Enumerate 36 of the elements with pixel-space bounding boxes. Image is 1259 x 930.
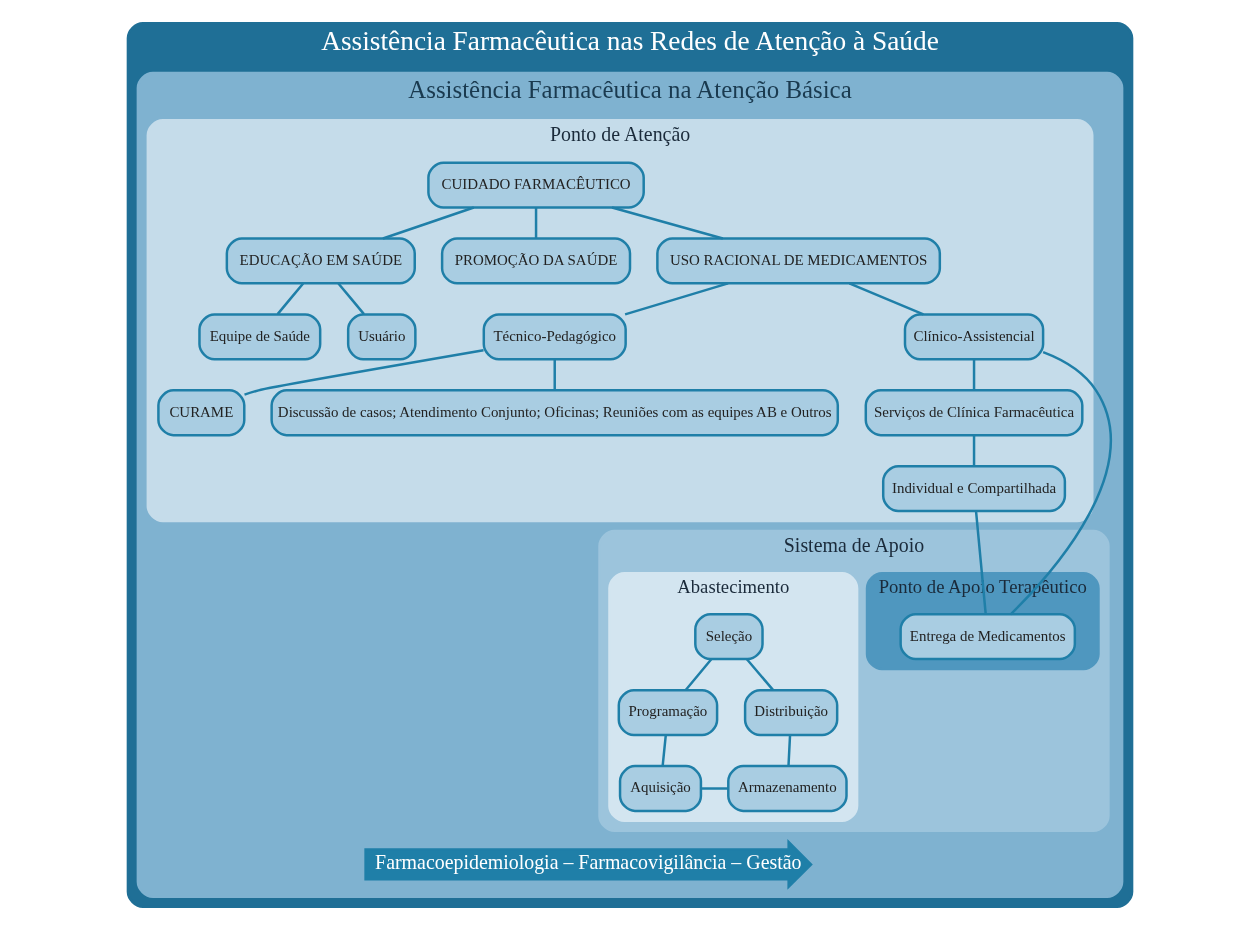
node-box: Distribuição: [743, 688, 838, 737]
connector: [552, 359, 556, 391]
connector: [745, 658, 774, 691]
connector: [684, 658, 712, 691]
node-box: Serviços de Clínica Farmacêutica: [864, 389, 1084, 437]
node-box: Seleção: [693, 613, 764, 661]
node-box: PROMOÇÃO DA SAÚDE: [440, 237, 631, 285]
node-box: Aquisição: [618, 764, 702, 813]
connector: [1009, 351, 1111, 616]
node-box: Usuário: [346, 313, 417, 361]
connector: [243, 349, 484, 396]
connector: [611, 206, 723, 240]
node-box: Armazenamento: [726, 764, 848, 813]
connector: [974, 510, 987, 615]
node-box: Equipe de Saúde: [197, 313, 321, 361]
connector: [972, 359, 975, 391]
node-box: Técnico-Pedagógico: [482, 313, 627, 361]
node-box: USO RACIONAL DE MEDICAMENTOS: [655, 237, 941, 285]
connector: [700, 787, 728, 790]
connector: [336, 282, 365, 315]
node-box: Clínico-Assistencial: [903, 313, 1044, 361]
node-box: CUIDADO FARMACÊUTICO: [426, 161, 645, 209]
connector: [660, 734, 667, 766]
node-box: EDUCAÇÃO EM SAÚDE: [225, 237, 416, 285]
connector: [972, 435, 975, 466]
node-box: Discussão de casos; Atendimento Conjunto; Oficinas; Reuniões com as equipes AB e Outros: [269, 389, 839, 437]
connector: [534, 207, 537, 239]
connector: [276, 282, 304, 315]
node-box: CURAME: [156, 389, 245, 437]
node-box: Individual e Compartilhada: [881, 465, 1066, 513]
connector: [624, 282, 728, 316]
node-box: Programação: [617, 688, 718, 737]
connector: [786, 735, 791, 766]
connector: [382, 206, 474, 240]
node-box: Entrega de Medicamentos: [898, 613, 1076, 661]
connector: [848, 282, 924, 316]
